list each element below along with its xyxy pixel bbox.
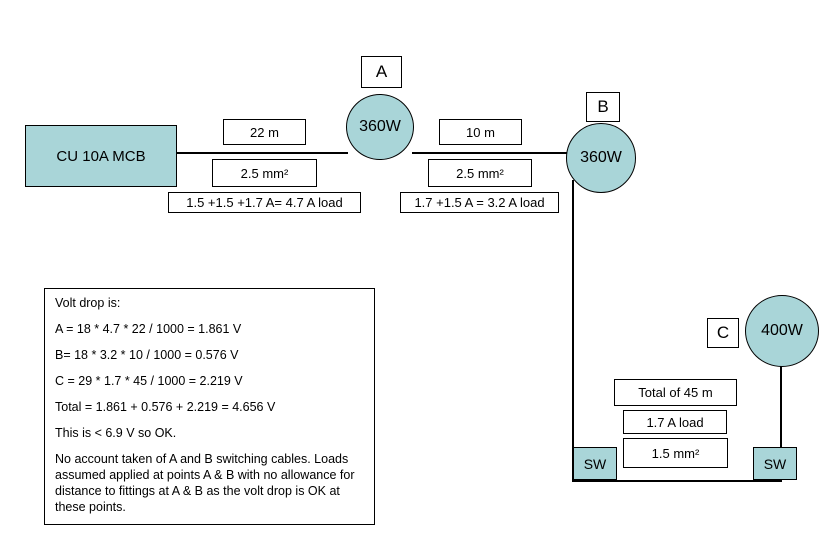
cable-cu-to-a [177, 152, 348, 154]
cable-a-to-b [412, 152, 568, 154]
load-c-circle: 400W [745, 295, 819, 367]
segment-cu-a-load: 1.5 +1.5 +1.7 A= 4.7 A load [168, 192, 361, 213]
notes-line: C = 29 * 1.7 * 45 / 1000 = 2.219 V [55, 374, 243, 388]
notes-line: This is < 6.9 V so OK. [55, 426, 177, 440]
switch-right-label: SW [763, 455, 787, 472]
consumer-unit: CU 10A MCB [25, 125, 177, 187]
notes-line: A = 18 * 4.7 * 22 / 1000 = 1.861 V [55, 322, 242, 336]
segment-a-b-size: 2.5 mm² [428, 159, 532, 187]
segment-cu-a-size: 2.5 mm² [212, 159, 317, 187]
segment-a-b-length: 10 m [439, 119, 522, 145]
notes-heading: Volt drop is: [55, 296, 121, 310]
switch-left-label: SW [583, 455, 607, 472]
notes-line: Total = 1.861 + 0.576 + 2.219 = 4.656 V [55, 400, 276, 414]
volt-drop-notes: Volt drop is: A = 18 * 4.7 * 22 / 1000 =… [44, 288, 375, 525]
load-a-value: 360W [359, 118, 401, 135]
switch-left: SW [573, 447, 617, 480]
load-b-value: 360W [580, 149, 622, 166]
segment-b-c-size: 1.5 mm² [623, 438, 728, 468]
point-c-label: C [707, 318, 739, 348]
segment-b-c-load: 1.7 A load [623, 410, 727, 434]
notes-footnote: No account taken of A and B switching ca… [55, 452, 355, 514]
cable-bottom [572, 480, 782, 482]
load-a-circle: 360W [346, 94, 414, 160]
segment-a-b-load: 1.7 +1.5 A = 3.2 A load [400, 192, 559, 213]
notes-line: B= 18 * 3.2 * 10 / 1000 = 0.576 V [55, 348, 239, 362]
segment-b-c-length: Total of 45 m [614, 379, 737, 406]
consumer-unit-label: CU 10A MCB [56, 147, 146, 165]
cable-b-down [572, 180, 574, 482]
cable-c-down [780, 362, 782, 482]
point-b-label: B [586, 92, 620, 122]
segment-cu-a-length: 22 m [223, 119, 306, 145]
point-a-label: A [361, 56, 402, 88]
load-b-circle: 360W [566, 123, 636, 193]
load-c-value: 400W [761, 322, 803, 339]
switch-right: SW [753, 447, 797, 480]
